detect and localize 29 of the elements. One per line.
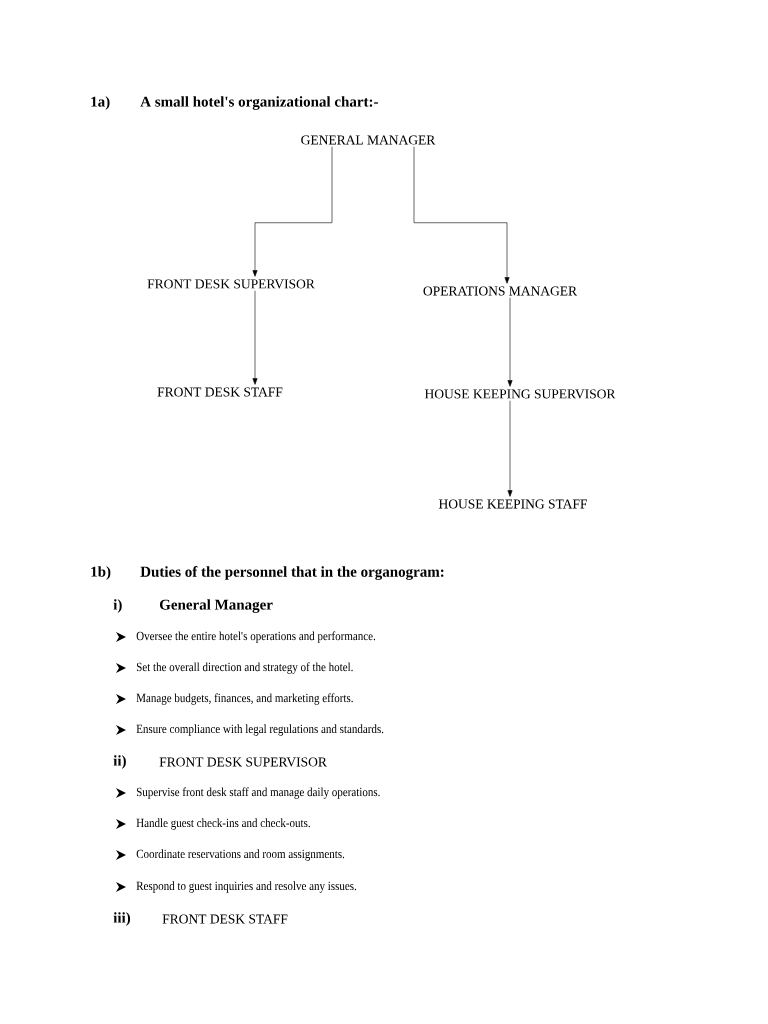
role-label: FRONT DESK SUPERVISOR xyxy=(147,279,315,289)
role-label: GENERAL MANAGER xyxy=(301,135,436,145)
bullet-text: Oversee the entire hotel's operations and performance. xyxy=(136,631,376,643)
title: A small hotel's organizational chart:- xyxy=(140,96,378,110)
bullet-text: Respond to guest inquiries and resolve any issues. xyxy=(136,881,357,893)
item-number: 1b) xyxy=(91,566,111,580)
arrow xyxy=(252,146,333,277)
section-heading: FRONT DESK STAFF xyxy=(162,914,288,924)
section-heading: General Manager xyxy=(159,599,273,613)
role-label: OPERATIONS MANAGER xyxy=(423,286,578,296)
bullet-text: Set the overall direction and strategy of the hotel. xyxy=(136,662,353,674)
bullet-text: Ensure compliance with legal regulations and standards. xyxy=(136,724,384,736)
item-number: iii) xyxy=(113,912,131,926)
arrow xyxy=(252,290,258,385)
bullet-text: Handle guest check-ins and check-outs. xyxy=(136,818,310,830)
arrow xyxy=(507,400,513,497)
bullet-text: Supervise front desk staff and manage daily operations. xyxy=(136,787,380,799)
role-label: HOUSE KEEPING SUPERVISOR xyxy=(424,389,616,399)
role-label: FRONT DESK STAFF xyxy=(157,387,283,397)
arrow xyxy=(413,146,510,284)
bullet-text: Manage budgets, finances, and marketing efforts. xyxy=(136,693,353,705)
section-heading: FRONT DESK SUPERVISOR xyxy=(159,757,327,767)
section-heading: Duties of the personnel that in the organogram: xyxy=(140,566,444,580)
role-label: HOUSE KEEPING STAFF xyxy=(438,499,587,509)
arrow xyxy=(507,297,513,387)
item-number: ii) xyxy=(113,755,126,769)
item-number: 1a) xyxy=(91,96,110,110)
bullet-text: Coordinate reservations and room assignments. xyxy=(136,849,345,861)
item-number: i) xyxy=(113,599,122,613)
